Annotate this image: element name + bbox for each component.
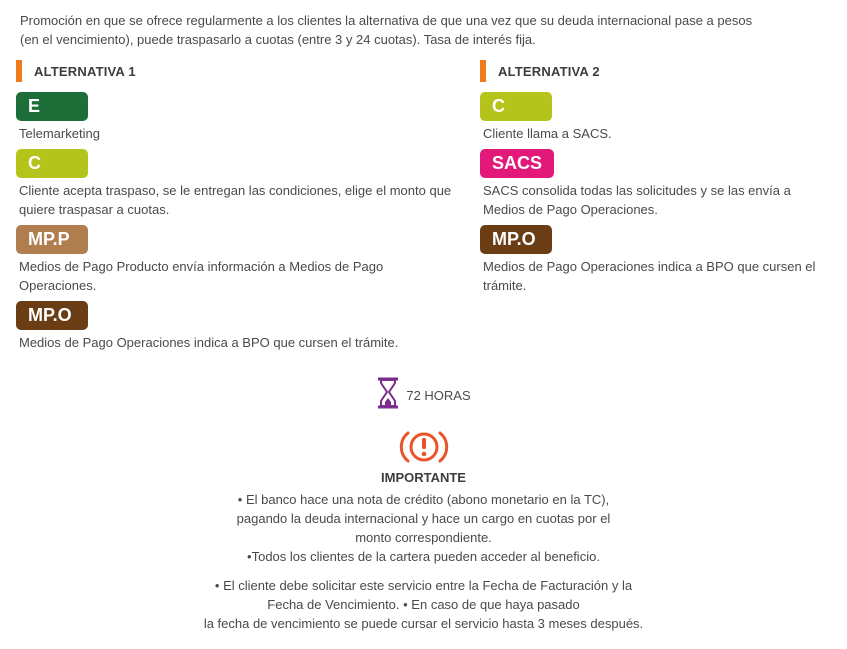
intro-line-2: (en el vencimiento), puede traspasarlo a… (20, 32, 536, 47)
note-line: Fecha de Vencimiento. • En caso de que h… (267, 597, 580, 612)
alt1-step-e-text: Telemarketing (19, 126, 100, 141)
alt1-step-mpp-text: Medios de Pago Producto envía informació… (19, 259, 384, 293)
orange-marker-bar (480, 60, 486, 82)
alt1-step-mpp: MP.P Medios de Pago Producto envía infor… (16, 225, 466, 295)
important-title: IMPORTANTE (381, 470, 466, 485)
badge-mpp: MP.P (16, 225, 88, 254)
alternativa-2-header: ALTERNATIVA 2 (480, 60, 825, 82)
important-icon-wrap (0, 428, 847, 471)
alt2-step-mpo-text: Medios de Pago Operaciones indica a BPO … (483, 259, 816, 293)
alternativa-1-column: ALTERNATIVA 1 E Telemarketing C Cliente … (16, 60, 466, 358)
note-line: monto correspondiente. (355, 530, 492, 545)
important-notes: • El banco hace una nota de crédito (abo… (0, 490, 847, 633)
alternativa-2-title: ALTERNATIVA 2 (498, 63, 600, 79)
alt1-step-mpo: MP.O Medios de Pago Operaciones indica a… (16, 301, 466, 352)
alt2-step-sacs: SACS SACS consolida todas las solicitude… (480, 149, 825, 219)
note-line: • El cliente debe solicitar este servici… (214, 578, 633, 593)
alt1-step-c: C Cliente acepta traspaso, se le entrega… (16, 149, 466, 219)
note-line: • El banco hace una nota de crédito (abo… (237, 492, 610, 507)
badge-mpo: MP.O (480, 225, 552, 254)
intro-paragraph: Promoción en que se ofrece regularmente … (20, 11, 790, 49)
alternativa-2-column: ALTERNATIVA 2 C Cliente llama a SACS. SA… (480, 60, 825, 301)
alt1-step-c-text: Cliente acepta traspaso, se le entregan … (19, 183, 452, 217)
badge-sacs: SACS (480, 149, 555, 178)
timer-label: 72 HORAS (406, 388, 471, 403)
badge-mpo: MP.O (16, 301, 88, 330)
badge-c: C (16, 149, 88, 178)
timer-row: 72 HORAS (0, 377, 847, 414)
orange-marker-bar (16, 60, 22, 82)
alt1-step-e: E Telemarketing (16, 92, 466, 143)
alt2-step-c-text: Cliente llama a SACS. (483, 126, 612, 141)
alt2-step-mpo: MP.O Medios de Pago Operaciones indica a… (480, 225, 825, 295)
badge-c: C (480, 92, 552, 121)
alt2-step-sacs-text: SACS consolida todas las solicitudes y s… (483, 183, 791, 217)
badge-e: E (16, 92, 88, 121)
note-line: pagando la deuda internacional y hace un… (236, 511, 611, 526)
alternativa-1-title: ALTERNATIVA 1 (34, 63, 136, 79)
note-spacer (0, 566, 847, 576)
note-line: la fecha de vencimiento se puede cursar … (203, 616, 644, 631)
alt2-step-c: C Cliente llama a SACS. (480, 92, 825, 143)
alert-circle-icon (399, 431, 449, 470)
note-line: •Todos los clientes de la cartera pueden… (247, 549, 600, 564)
hourglass-icon (376, 377, 400, 414)
intro-line-1: Promoción en que se ofrece regularmente … (20, 13, 753, 28)
alternativa-1-header: ALTERNATIVA 1 (16, 60, 466, 82)
alt1-step-mpo-text: Medios de Pago Operaciones indica a BPO … (19, 335, 399, 350)
